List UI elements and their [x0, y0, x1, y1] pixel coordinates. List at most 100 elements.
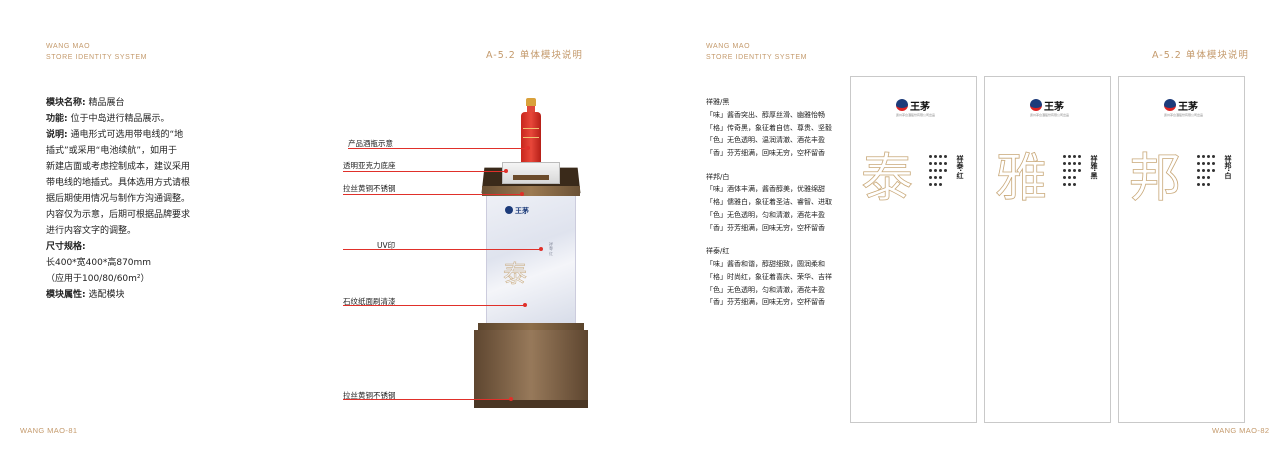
- info-desc-line: 通电形式可选用带电线的“地: [70, 130, 184, 140]
- leader-line: [343, 194, 523, 195]
- leader-dot: [504, 169, 508, 173]
- brand-logo-icon: [896, 99, 908, 111]
- section-heading: A-5.2 单体模块说明: [486, 50, 583, 61]
- leader-line: [343, 249, 541, 250]
- flavor-group-bang: 祥邦/白 「味」酒体丰满，酱香醇美，优雅绵甜 「格」儒雅白，象征着圣洁、睿智、进…: [706, 171, 846, 235]
- dots-icon: [1063, 155, 1087, 195]
- stand-pillar: 王茅 泰 祥泰·红: [486, 196, 576, 326]
- flavor-line: 「色」无色透明，匀和清澈，酒花丰盈: [706, 285, 825, 294]
- leader-line: [343, 399, 511, 400]
- panel-name: 祥邦·白: [1224, 155, 1232, 179]
- panel-logo: 王茅 贵州茅台酒股份有限公司出品: [896, 99, 938, 119]
- panel-logo-sub: 贵州茅台酒股份有限公司出品: [1030, 113, 1070, 117]
- pillar-big-char: 泰: [503, 260, 528, 289]
- flavor-group-ya: 祥雅/黑 「味」酱香突出、醇厚丝滑、幽雅怡畅 「格」传奇黑，象征着自信、尊贵、坚…: [706, 96, 846, 160]
- callout-uv: UV印: [377, 241, 396, 250]
- leader-dot: [520, 192, 524, 196]
- callout-brass-bottom: 拉丝黄铜不锈钢: [343, 391, 396, 400]
- flavor-descriptions: 祥雅/黑 「味」酱香突出、醇厚丝滑、幽雅怡畅 「格」传奇黑，象征着自信、尊贵、坚…: [706, 96, 846, 320]
- info-desc-line: 内容仅为示意，后期可根据品牌要求: [46, 210, 191, 220]
- info-name-row: 模块名称: 精品展台: [46, 95, 214, 111]
- bottle-cap: [526, 98, 536, 106]
- acrylic-base: [502, 162, 560, 184]
- leader-line: [343, 171, 506, 172]
- info-attr-label: 模块属性:: [46, 290, 86, 300]
- plinth-top: [478, 323, 584, 333]
- callout-acrylic: 透明亚克力底座: [343, 161, 396, 170]
- info-name-label: 模块名称:: [46, 98, 86, 108]
- flavor-line: 「香」芬芳细满，回味无穷，空杯留香: [706, 298, 825, 307]
- info-desc-line: 带电线的地插式。具体选用方式请根: [46, 178, 191, 188]
- info-size-row: 尺寸规格:: [46, 239, 214, 255]
- panel-big-char: 雅: [995, 149, 1048, 210]
- panel-name: 祥泰·红: [956, 155, 964, 179]
- leader-dot: [509, 397, 513, 401]
- flavor-line: 「香」芬芳细满，回味无穷，空杯留香: [706, 223, 825, 232]
- plinth: [474, 330, 588, 408]
- info-attr-row: 模块属性: 选配模块: [46, 287, 214, 303]
- leader-dot: [526, 146, 530, 150]
- panel-tai: 王茅 贵州茅台酒股份有限公司出品 泰 祥泰·红: [850, 76, 977, 423]
- bottle-label: [523, 128, 539, 138]
- flavor-line: 「格」传奇黑，象征着自信、尊贵、坚毅: [706, 123, 832, 132]
- panel-logo-text: 王茅: [1178, 102, 1198, 113]
- info-func-row: 功能: 位于中岛进行精品展示。: [46, 111, 214, 127]
- brand-logo-icon: [505, 206, 513, 214]
- info-desc-line: 新建店面或考虑控制成本，建议采用: [46, 162, 191, 172]
- info-name-value: 精品展台: [88, 98, 125, 108]
- stand-top-rim: [482, 186, 580, 196]
- panel-logo-text: 王茅: [1044, 102, 1064, 113]
- info-desc-line: 据后期使用情况与制作方沟通调整。: [46, 194, 191, 204]
- callout-stone-paper: 石纹纸面刷清漆: [343, 297, 396, 306]
- panel-ya: 王茅 贵州茅台酒股份有限公司出品 雅 祥雅·黑: [984, 76, 1111, 423]
- info-desc-line: 插式”或采用“电池续航”，如用于: [46, 146, 177, 156]
- flavor-line: 「色」无色透明，匀和清澈，酒花丰盈: [706, 210, 825, 219]
- plinth-bottom: [474, 400, 588, 408]
- brand-logo-icon: [1164, 99, 1176, 111]
- info-desc-row: 说明: 通电形式可选用带电线的“地: [46, 127, 214, 143]
- page-number-right: WANG MAO-82: [1212, 426, 1270, 435]
- dots-icon: [1197, 155, 1221, 195]
- pillar-logo: 王茅: [515, 207, 529, 215]
- panel-name: 祥雅·黑: [1090, 155, 1098, 179]
- flavor-line: 「味」酱香和谐，醇甜细致，圆润柔和: [706, 259, 825, 268]
- info-size-value: 长400*宽400*高870mm: [46, 258, 152, 268]
- section-heading-right: A-5.2 单体模块说明: [1152, 50, 1249, 61]
- module-info: 模块名称: 精品展台 功能: 位于中岛进行精品展示。 说明: 通电形式可选用带电…: [46, 95, 214, 303]
- flavor-title: 祥邦/白: [706, 172, 730, 181]
- panel-logo-sub: 贵州茅台酒股份有限公司出品: [1164, 113, 1204, 117]
- info-func-value: 位于中岛进行精品展示。: [70, 114, 170, 124]
- panel-big-char: 泰: [861, 149, 914, 210]
- info-size-note: （应用于100/80/60m²）: [46, 274, 150, 284]
- leader-line: [343, 305, 525, 306]
- info-desc-label: 说明:: [46, 130, 68, 140]
- brand-logo-icon: [1030, 99, 1042, 111]
- info-size-label: 尺寸规格:: [46, 242, 86, 252]
- brand-line-2: STORE IDENTITY SYSTEM: [46, 54, 148, 61]
- bottle-illustration: [521, 98, 541, 166]
- brand-block-right: WANG MAO STORE IDENTITY SYSTEM: [706, 41, 807, 63]
- brand-block: WANG MAO STORE IDENTITY SYSTEM: [46, 41, 147, 63]
- flavor-line: 「格」时尚红，象征着喜庆、荣华、吉祥: [706, 272, 832, 281]
- panel-big-char: 邦: [1129, 149, 1182, 210]
- panel-logo-sub: 贵州茅台酒股份有限公司出品: [896, 113, 936, 117]
- flavor-group-tai: 祥泰/红 「味」酱香和谐，醇甜细致，圆润柔和 「格」时尚红，象征着喜庆、荣华、吉…: [706, 245, 846, 309]
- bottle-body: [521, 112, 541, 164]
- flavor-line: 「味」酒体丰满，酱香醇美，优雅绵甜: [706, 185, 825, 194]
- brand-line-2: STORE IDENTITY SYSTEM: [706, 54, 808, 61]
- bottle-neck: [527, 106, 535, 112]
- callout-brass-top: 拉丝黄铜不锈钢: [343, 184, 396, 193]
- pillar-vertical-text: 祥泰·红: [549, 242, 554, 256]
- info-desc-line: 进行内容文字的调整。: [46, 226, 137, 236]
- leader-dot: [523, 303, 527, 307]
- page-number: WANG MAO-81: [20, 426, 78, 435]
- dots-icon: [929, 155, 953, 195]
- panel-logo: 王茅 贵州茅台酒股份有限公司出品: [1164, 99, 1206, 119]
- leader-dot: [539, 247, 543, 251]
- brand-line-1: WANG MAO: [46, 43, 91, 50]
- flavor-line: 「格」儒雅白，象征着圣洁、睿智、进取: [706, 198, 832, 207]
- flavor-line: 「色」无色透明、温润清澈、酒花丰盈: [706, 136, 825, 145]
- flavor-title: 祥雅/黑: [706, 98, 730, 106]
- callout-bottle: 产品酒瓶示意: [348, 139, 393, 148]
- panel-logo: 王茅 贵州茅台酒股份有限公司出品: [1030, 99, 1072, 119]
